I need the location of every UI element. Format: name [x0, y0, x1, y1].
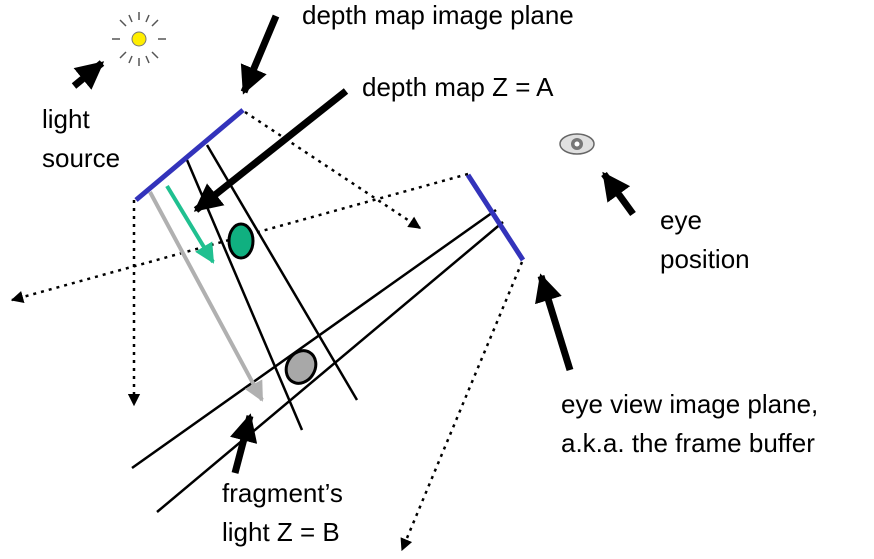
- fragment-point: [284, 349, 318, 385]
- depth-sample-point: [227, 222, 255, 260]
- depth-ray-arrow: [165, 184, 215, 264]
- eye-view-image-plane: [465, 173, 526, 262]
- light-frustum-lines: [185, 144, 359, 431]
- arrow-to-fragment: [230, 413, 258, 474]
- label-light-source-line1: light: [42, 104, 90, 134]
- eye-frustum-lines: [131, 208, 504, 513]
- label-depth-map-plane: depth map image plane: [302, 0, 574, 30]
- label-fragment-line2: light Z = B: [222, 517, 340, 547]
- label-eye-view-line2: a.k.a. the frame buffer: [561, 428, 815, 458]
- label-light-source-line2: source: [42, 143, 121, 173]
- light-source-sun-icon: [112, 12, 166, 66]
- depth-map-image-plane: [134, 108, 245, 202]
- arrow-to-depth-plane: [240, 14, 280, 95]
- dotted-projection-lines: [10, 110, 524, 552]
- arrow-to-light-source: [71, 60, 105, 90]
- arrow-to-eye-plane: [535, 273, 574, 372]
- label-eye-position-line2: position: [660, 244, 750, 274]
- label-eye-position-line1: eye: [660, 205, 702, 235]
- arrow-to-depth-sample: [193, 88, 349, 213]
- label-depth-map-z: depth map Z = A: [362, 72, 554, 102]
- light-ray-to-fragment: [148, 191, 264, 402]
- label-eye-view-line1: eye view image plane,: [561, 389, 819, 419]
- pointer-arrows: [71, 14, 636, 474]
- arrow-to-eye: [601, 171, 636, 217]
- label-fragment-line1: fragment’s: [222, 478, 343, 508]
- eye-icon: [559, 133, 595, 155]
